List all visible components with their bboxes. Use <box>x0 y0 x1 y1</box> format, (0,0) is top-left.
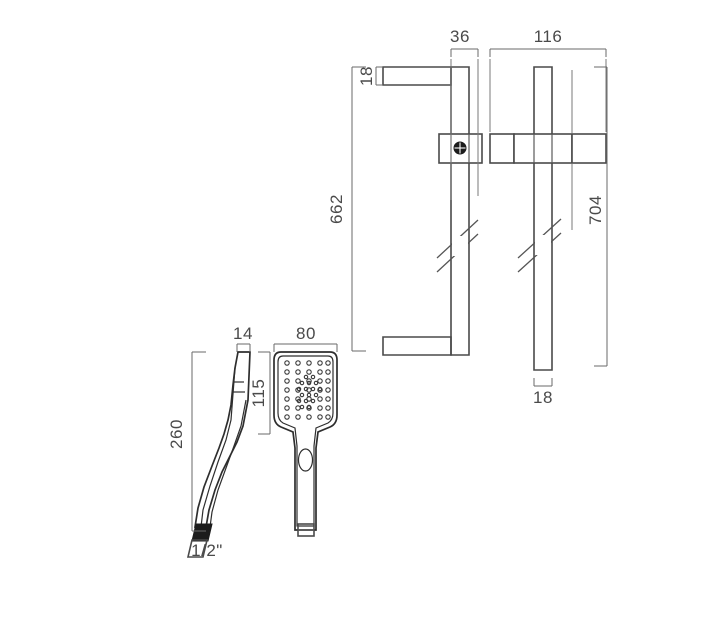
handset-side-profile <box>194 351 251 528</box>
dim-260-label: 260 <box>167 419 186 449</box>
slide-rail-side-view: 36 18 662 <box>327 27 483 356</box>
dim-116-ticks <box>489 49 607 57</box>
spray-hole-grid <box>284 360 331 420</box>
rail-top-arm <box>382 66 452 86</box>
dim-18-side-label: 18 <box>357 66 376 86</box>
slide-rail-front-view: 116 704 18 <box>489 27 608 407</box>
rail-vertical-tube-front <box>533 66 553 371</box>
handset-side-inner-edge <box>200 367 236 528</box>
handset-mode-button <box>297 448 314 472</box>
dim-36-label: 36 <box>450 27 470 46</box>
dim-116-label: 116 <box>534 27 563 46</box>
dim-704-label: 704 <box>586 195 605 225</box>
rail-vertical-tube-side <box>450 66 470 356</box>
handset-side-inner-edge-2 <box>209 399 247 528</box>
holder-front-left-cap <box>489 133 515 164</box>
handset-front-outline <box>273 351 338 531</box>
dim-18-bottom-ticks <box>533 378 553 386</box>
dim-18-front-label: 18 <box>533 388 553 407</box>
dim-115-label: 115 <box>249 379 268 408</box>
dim-36-ticks <box>450 49 479 57</box>
dim-260-ticks <box>192 351 206 532</box>
dim-80-ticks <box>273 344 338 352</box>
dim-662-ticks <box>352 66 366 352</box>
spray-hole-center-cluster <box>296 374 323 410</box>
dim-662-label: 662 <box>327 194 346 224</box>
handset-front-view: 80 115 <box>249 324 338 537</box>
dim-18-left-ticks <box>376 66 383 86</box>
dim-14-ticks <box>236 344 251 352</box>
dim-14-label: 14 <box>233 324 253 343</box>
dim-half-inch-label: 1/2" <box>191 541 223 560</box>
rail-bottom-arm <box>382 336 452 356</box>
handset-inlet-thread-nub <box>186 539 209 558</box>
dim-115-ticks <box>258 351 270 435</box>
dim-80-label: 80 <box>296 324 316 343</box>
handset-inlet-collar <box>191 523 213 542</box>
break-gap-front <box>535 235 551 255</box>
holder-front-center <box>513 133 573 164</box>
holder-front-right-cap <box>571 133 607 164</box>
dim-704-ticks <box>594 66 607 367</box>
handset-side-view: 14 260 1/2" <box>167 324 253 560</box>
break-gap-side <box>452 236 468 256</box>
